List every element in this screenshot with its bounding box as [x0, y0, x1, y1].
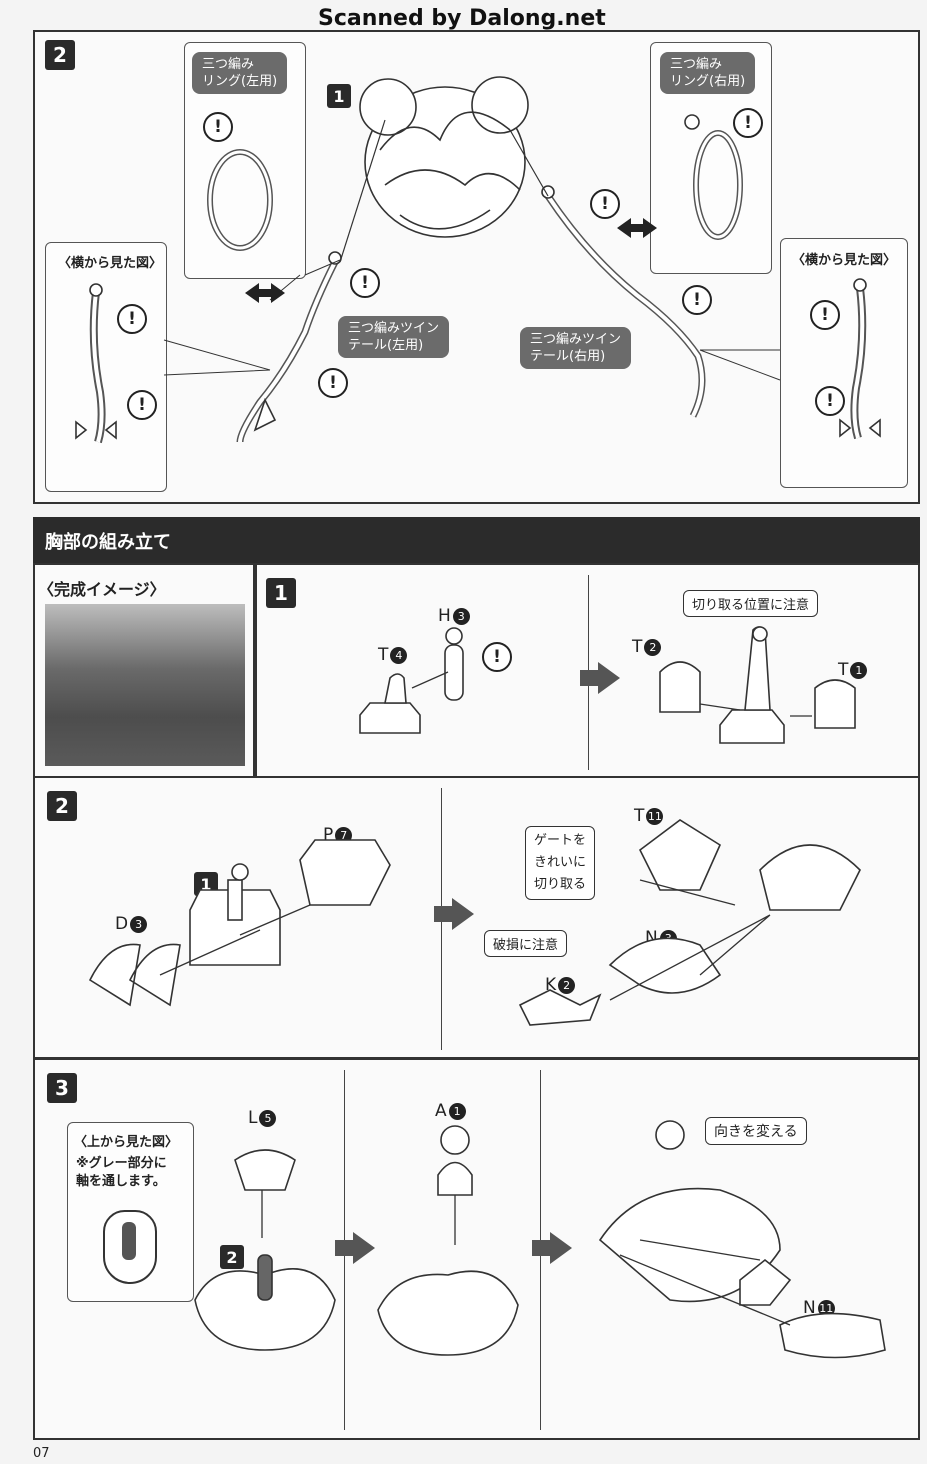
warning-icon: !: [733, 108, 763, 138]
step-number: 1: [266, 578, 296, 608]
warning-icon: !: [203, 112, 233, 142]
complete-image-label: 〈完成イメージ〉: [38, 580, 166, 599]
warning-icon: !: [815, 386, 845, 416]
scanner-watermark: Scanned by Dalong.net: [318, 6, 606, 31]
step-number: 3: [47, 1073, 77, 1103]
sub-step-number: 1: [327, 84, 351, 108]
side-view-left-box: [45, 242, 167, 492]
warning-icon: !: [117, 304, 147, 334]
top-view-note: ※グレー部分に 軸を通します。: [76, 1156, 167, 1189]
warning-icon: !: [810, 300, 840, 330]
sub-step-number: 2: [220, 1245, 244, 1269]
cut-position-note: 切り取る位置に注意: [683, 590, 819, 617]
order-marker-1: 1: [716, 1246, 736, 1266]
damage-note: 破損に注意: [484, 930, 568, 957]
next-arrow-icon: [580, 662, 620, 694]
step-number: 2: [45, 40, 75, 70]
step-number: 2: [47, 791, 77, 821]
side-view-left-label: 〈横から見た図〉: [58, 256, 163, 271]
chest-section-header: [33, 517, 920, 563]
hair-illustration: [75, 76, 881, 444]
ring-left-label: 三つ編み リング(左用): [192, 52, 288, 94]
chest-section-title: 胸部の組み立て: [45, 532, 171, 553]
page-number: 07: [33, 1446, 50, 1461]
warning-icon: !: [127, 390, 157, 420]
twintail-left-label: 三つ編みツイン テール(左用): [338, 316, 450, 358]
warning-icon: !: [318, 368, 348, 398]
chest-step2-panel: [33, 776, 920, 1059]
next-arrow-icon: [532, 1232, 572, 1264]
warning-icon: !: [482, 642, 512, 672]
sub-step-number: 1: [194, 872, 218, 896]
side-view-right-box: [780, 238, 908, 488]
top-view-label: 〈上から見た図〉: [74, 1135, 179, 1150]
complete-image-photo: [45, 604, 245, 766]
warning-icon: !: [590, 189, 620, 219]
next-arrow-icon: [434, 898, 474, 930]
turn-direction-note: 向きを変える: [705, 1117, 807, 1145]
side-view-right-label: 〈横から見た図〉: [792, 253, 897, 268]
warning-icon: !: [682, 285, 712, 315]
gate-cut-note: ゲートを きれいに 切り取る: [525, 826, 596, 900]
top-view-part: [103, 1210, 157, 1284]
twintail-right-label: 三つ編みツイン テール(右用): [520, 327, 632, 369]
warning-icon: !: [350, 268, 380, 298]
next-arrow-icon: [335, 1232, 375, 1264]
ring-right-label: 三つ編み リング(右用): [660, 52, 756, 94]
